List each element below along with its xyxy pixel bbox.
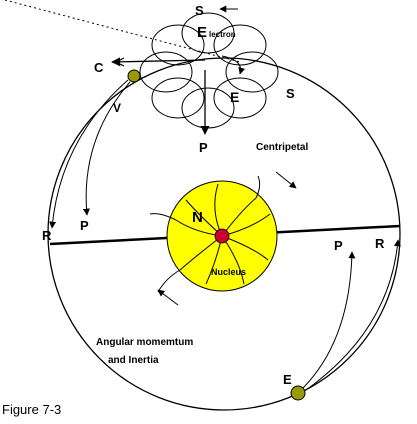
curve-V <box>82 81 131 216</box>
curve-R-left <box>49 79 129 229</box>
label-angular-1: Angular momemtum <box>96 337 193 348</box>
label-angular-2: and Inertia <box>108 355 159 366</box>
figure-caption: Figure 7-3 <box>2 402 61 417</box>
label-R-left: R <box>42 228 52 243</box>
label-V: V <box>113 101 121 115</box>
label-R-right: R <box>375 236 385 251</box>
label-nucleus: Nucleus <box>211 267 246 277</box>
label-P-top: P <box>199 140 208 155</box>
label-P-left: P <box>80 218 89 233</box>
curve-R-right <box>305 239 401 391</box>
label-E-bottom: E <box>283 372 292 387</box>
label-C: C <box>94 60 104 75</box>
label-electron-E: E <box>197 24 207 41</box>
arrow-C-head2 <box>114 57 125 67</box>
electron-bottom <box>290 385 306 401</box>
label-E-flower: E <box>230 89 239 105</box>
arrow-lower-left <box>157 289 179 306</box>
dotted-line <box>4 0 241 63</box>
nucleus-core <box>214 228 230 244</box>
label-S-right: S <box>286 86 295 101</box>
electron-top-left <box>127 69 141 83</box>
arrow-centripetal <box>275 171 297 189</box>
spin-swirl <box>221 55 246 75</box>
label-S-top: S <box>195 3 204 18</box>
label-N: N <box>192 209 203 226</box>
arrow-C <box>111 57 206 67</box>
label-electron-suffix: lectron <box>209 30 236 39</box>
label-centripetal: Centripetal <box>256 142 308 153</box>
label-P-right: P <box>334 238 343 253</box>
curve-P-right <box>302 251 356 389</box>
electron-flower <box>139 12 279 129</box>
orbit-circle <box>47 57 401 411</box>
